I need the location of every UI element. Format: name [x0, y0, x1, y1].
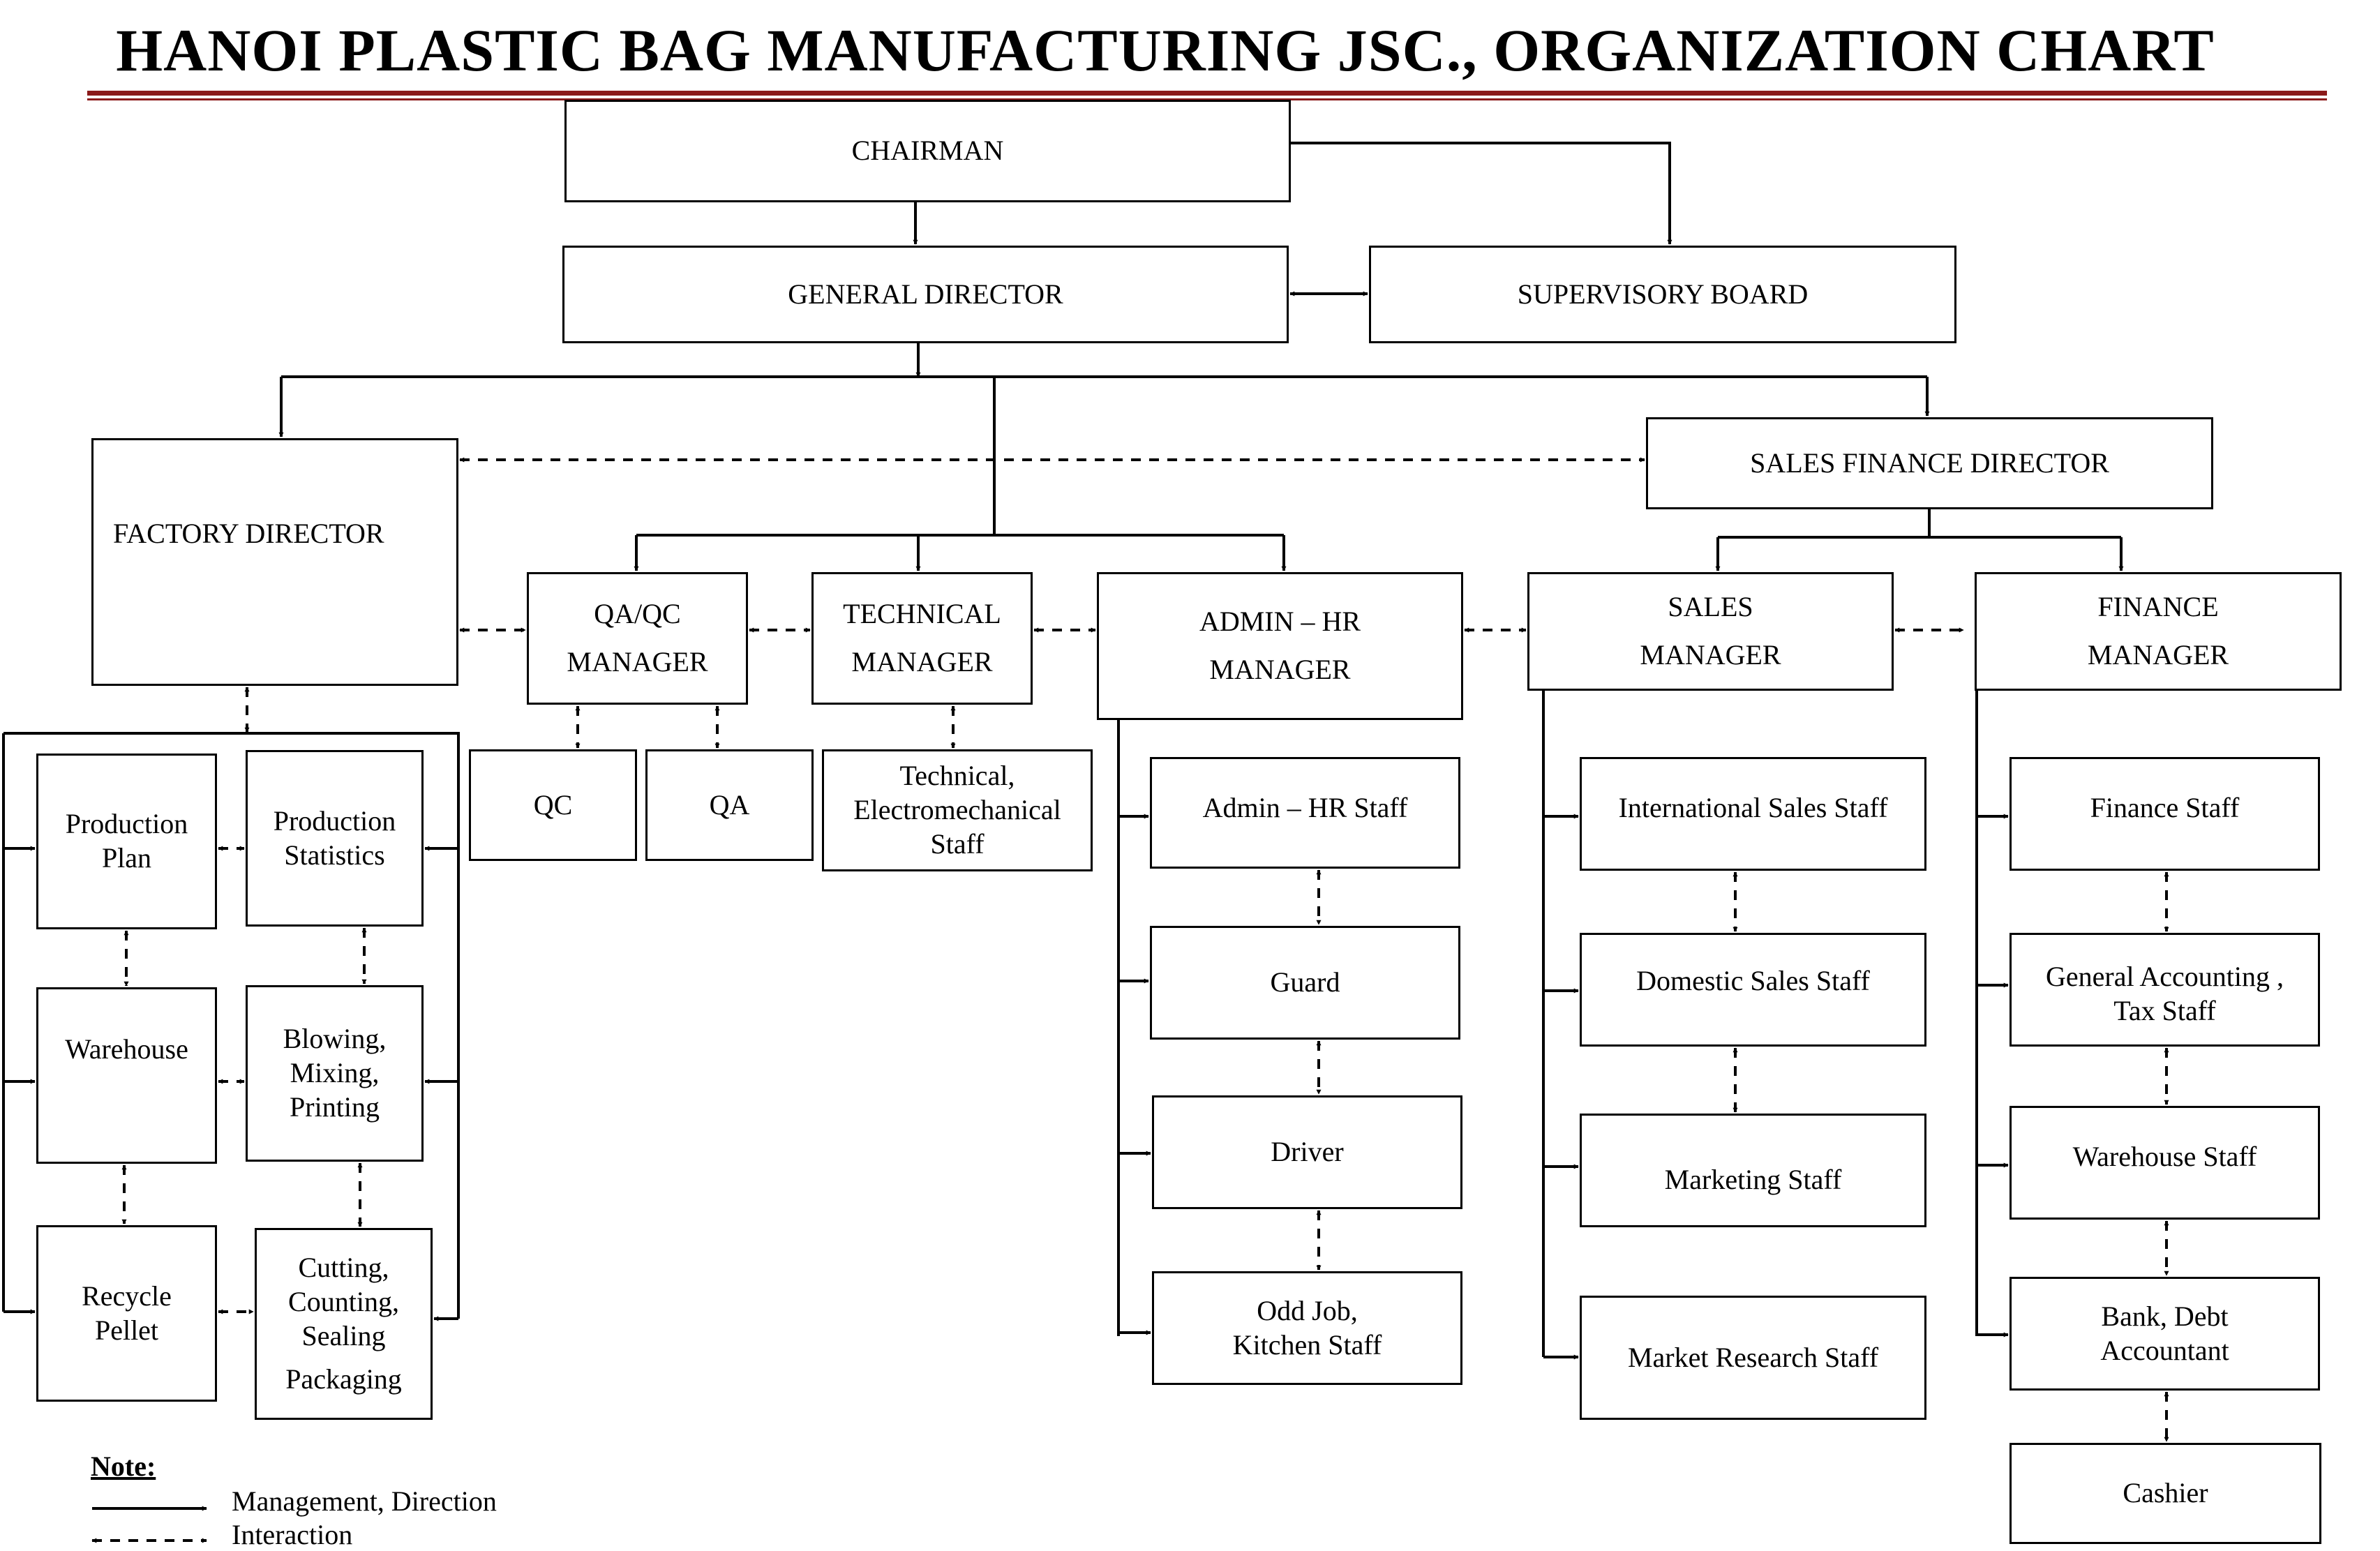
guard-box: Guard — [1150, 926, 1460, 1040]
guard-label: Guard — [1270, 966, 1340, 998]
qaqc-manager-label-1: QA/QC — [594, 598, 681, 630]
production-statistics-box: Production Statistics — [246, 750, 424, 927]
general-accounting-tax-staff-box: General Accounting , Tax Staff — [2009, 933, 2320, 1047]
bank-debt-accountant-box: Bank, Debt Accountant — [2009, 1277, 2320, 1391]
cashier-label: Cashier — [2123, 1477, 2208, 1509]
technical-staff-box: Technical, Electromechanical Staff — [822, 749, 1093, 871]
warehouse-box: Warehouse — [36, 987, 217, 1164]
odd-job-kitchen-staff-label-2: Kitchen Staff — [1232, 1328, 1382, 1361]
driver-label: Driver — [1271, 1136, 1344, 1168]
production-statistics-label-1: Production — [273, 804, 396, 837]
warehouse-label: Warehouse — [65, 1033, 188, 1065]
legend-title: Note: — [91, 1451, 156, 1482]
factory-director-label: FACTORY DIRECTOR — [113, 518, 384, 549]
sales-finance-director-label: SALES FINANCE DIRECTOR — [1750, 447, 2109, 479]
cutting-counting-sealing-box: Cutting, Counting, Sealing Packaging — [255, 1228, 433, 1420]
supervisory-board-box: SUPERVISORY BOARD — [1369, 246, 1956, 343]
technical-staff-label-1: Technical, — [899, 760, 1015, 792]
international-sales-staff-label: International Sales Staff — [1618, 792, 1888, 823]
warehouse-staff-label: Warehouse Staff — [2072, 1141, 2257, 1172]
sales-manager-label-1: SALES — [1668, 591, 1753, 623]
production-plan-box: Production Plan — [36, 754, 217, 929]
domestic-sales-staff-box: Domestic Sales Staff — [1580, 933, 1926, 1047]
admin-hr-manager-label-1: ADMIN – HR — [1199, 606, 1361, 638]
finance-staff-label: Finance Staff — [2090, 792, 2240, 823]
qaqc-manager-label-2: MANAGER — [567, 646, 708, 677]
domestic-sales-staff-label: Domestic Sales Staff — [1636, 965, 1870, 996]
qaqc-manager-box: QA/QC MANAGER — [527, 572, 748, 705]
supervisory-board-label: SUPERVISORY BOARD — [1517, 278, 1809, 310]
recycle-pellet-box: Recycle Pellet — [36, 1225, 217, 1402]
sales-finance-director-box: SALES FINANCE DIRECTOR — [1646, 417, 2213, 509]
finance-manager-label-2: MANAGER — [2087, 639, 2229, 670]
chairman-label: CHAIRMAN — [851, 135, 1004, 167]
blowing-mixing-printing-box: Blowing, Mixing, Printing — [246, 985, 424, 1162]
technical-staff-label-2: Electromechanical — [853, 794, 1061, 826]
production-plan-label-1: Production — [65, 808, 188, 840]
warehouse-staff-box: Warehouse Staff — [2009, 1106, 2320, 1220]
general-director-box: GENERAL DIRECTOR — [562, 246, 1289, 343]
admin-hr-manager-box: ADMIN – HR MANAGER — [1097, 572, 1463, 720]
market-research-staff-label: Market Research Staff — [1627, 1341, 1879, 1373]
bank-debt-accountant-label-1: Bank, Debt — [2101, 1300, 2229, 1332]
blowing-mixing-printing-label-3: Printing — [290, 1091, 380, 1123]
cutting-counting-sealing-label-2: Counting, — [288, 1285, 399, 1317]
finance-staff-box: Finance Staff — [2009, 757, 2320, 871]
market-research-staff-box: Market Research Staff — [1580, 1296, 1926, 1420]
finance-manager-label-1: FINANCE — [2097, 591, 2219, 623]
cashier-box: Cashier — [2009, 1443, 2321, 1544]
chairman-to-supervisory-board — [1291, 142, 1672, 245]
marketing-staff-box: Marketing Staff — [1580, 1114, 1926, 1227]
qa-label: QA — [709, 788, 750, 821]
sales-manager-box: SALES MANAGER — [1527, 572, 1894, 691]
chart-title: HANOI PLASTIC BAG MANUFACTURING JSC., OR… — [116, 17, 2215, 84]
driver-box: Driver — [1152, 1095, 1462, 1209]
technical-manager-box: TECHNICAL MANAGER — [811, 572, 1033, 705]
admin-hr-staff-box: Admin – HR Staff — [1150, 757, 1460, 869]
cutting-counting-sealing-label-3: Sealing — [301, 1319, 386, 1351]
general-accounting-tax-staff-label-1: General Accounting , — [2046, 961, 2284, 992]
admin-hr-manager-label-2: MANAGER — [1209, 654, 1351, 685]
technical-manager-label-1: TECHNICAL — [843, 598, 1001, 630]
admin-hr-staff-label: Admin – HR Staff — [1202, 792, 1408, 823]
qc-box: QC — [469, 749, 637, 861]
qc-label: QC — [533, 788, 573, 821]
finance-manager-box: FINANCE MANAGER — [1975, 572, 2342, 691]
factory-loop — [3, 732, 460, 1319]
title-underline-thin — [87, 98, 2327, 100]
technical-manager-label-2: MANAGER — [851, 646, 993, 677]
blowing-mixing-printing-label-1: Blowing, — [283, 1023, 387, 1055]
qa-box: QA — [645, 749, 814, 861]
marketing-staff-label: Marketing Staff — [1664, 1164, 1842, 1195]
blowing-mixing-printing-label-2: Mixing, — [290, 1057, 380, 1089]
recycle-pellet-label-2: Pellet — [94, 1314, 159, 1346]
general-accounting-tax-staff-label-2: Tax Staff — [2113, 994, 2216, 1026]
legend-interaction-label: Interaction — [232, 1519, 353, 1550]
production-plan-label-2: Plan — [101, 842, 152, 874]
odd-job-kitchen-staff-label-1: Odd Job, — [1257, 1294, 1358, 1326]
bank-debt-accountant-label-2: Accountant — [2100, 1334, 2229, 1366]
odd-job-kitchen-staff-box: Odd Job, Kitchen Staff — [1152, 1271, 1462, 1385]
title-underline — [87, 91, 2327, 96]
technical-staff-label-3: Staff — [930, 827, 985, 860]
recycle-pellet-label-1: Recycle — [82, 1280, 172, 1312]
general-director-label: GENERAL DIRECTOR — [788, 278, 1063, 310]
factory-director-box: FACTORY DIRECTOR — [91, 438, 458, 686]
international-sales-staff-box: International Sales Staff — [1580, 757, 1926, 871]
cutting-counting-sealing-label-4: Packaging — [285, 1363, 402, 1395]
cutting-counting-sealing-label-1: Cutting, — [298, 1251, 389, 1283]
legend-management-label: Management, Direction — [232, 1485, 497, 1517]
sales-manager-label-2: MANAGER — [1640, 639, 1781, 670]
production-statistics-label-2: Statistics — [284, 839, 385, 871]
chairman-box: CHAIRMAN — [564, 100, 1291, 202]
